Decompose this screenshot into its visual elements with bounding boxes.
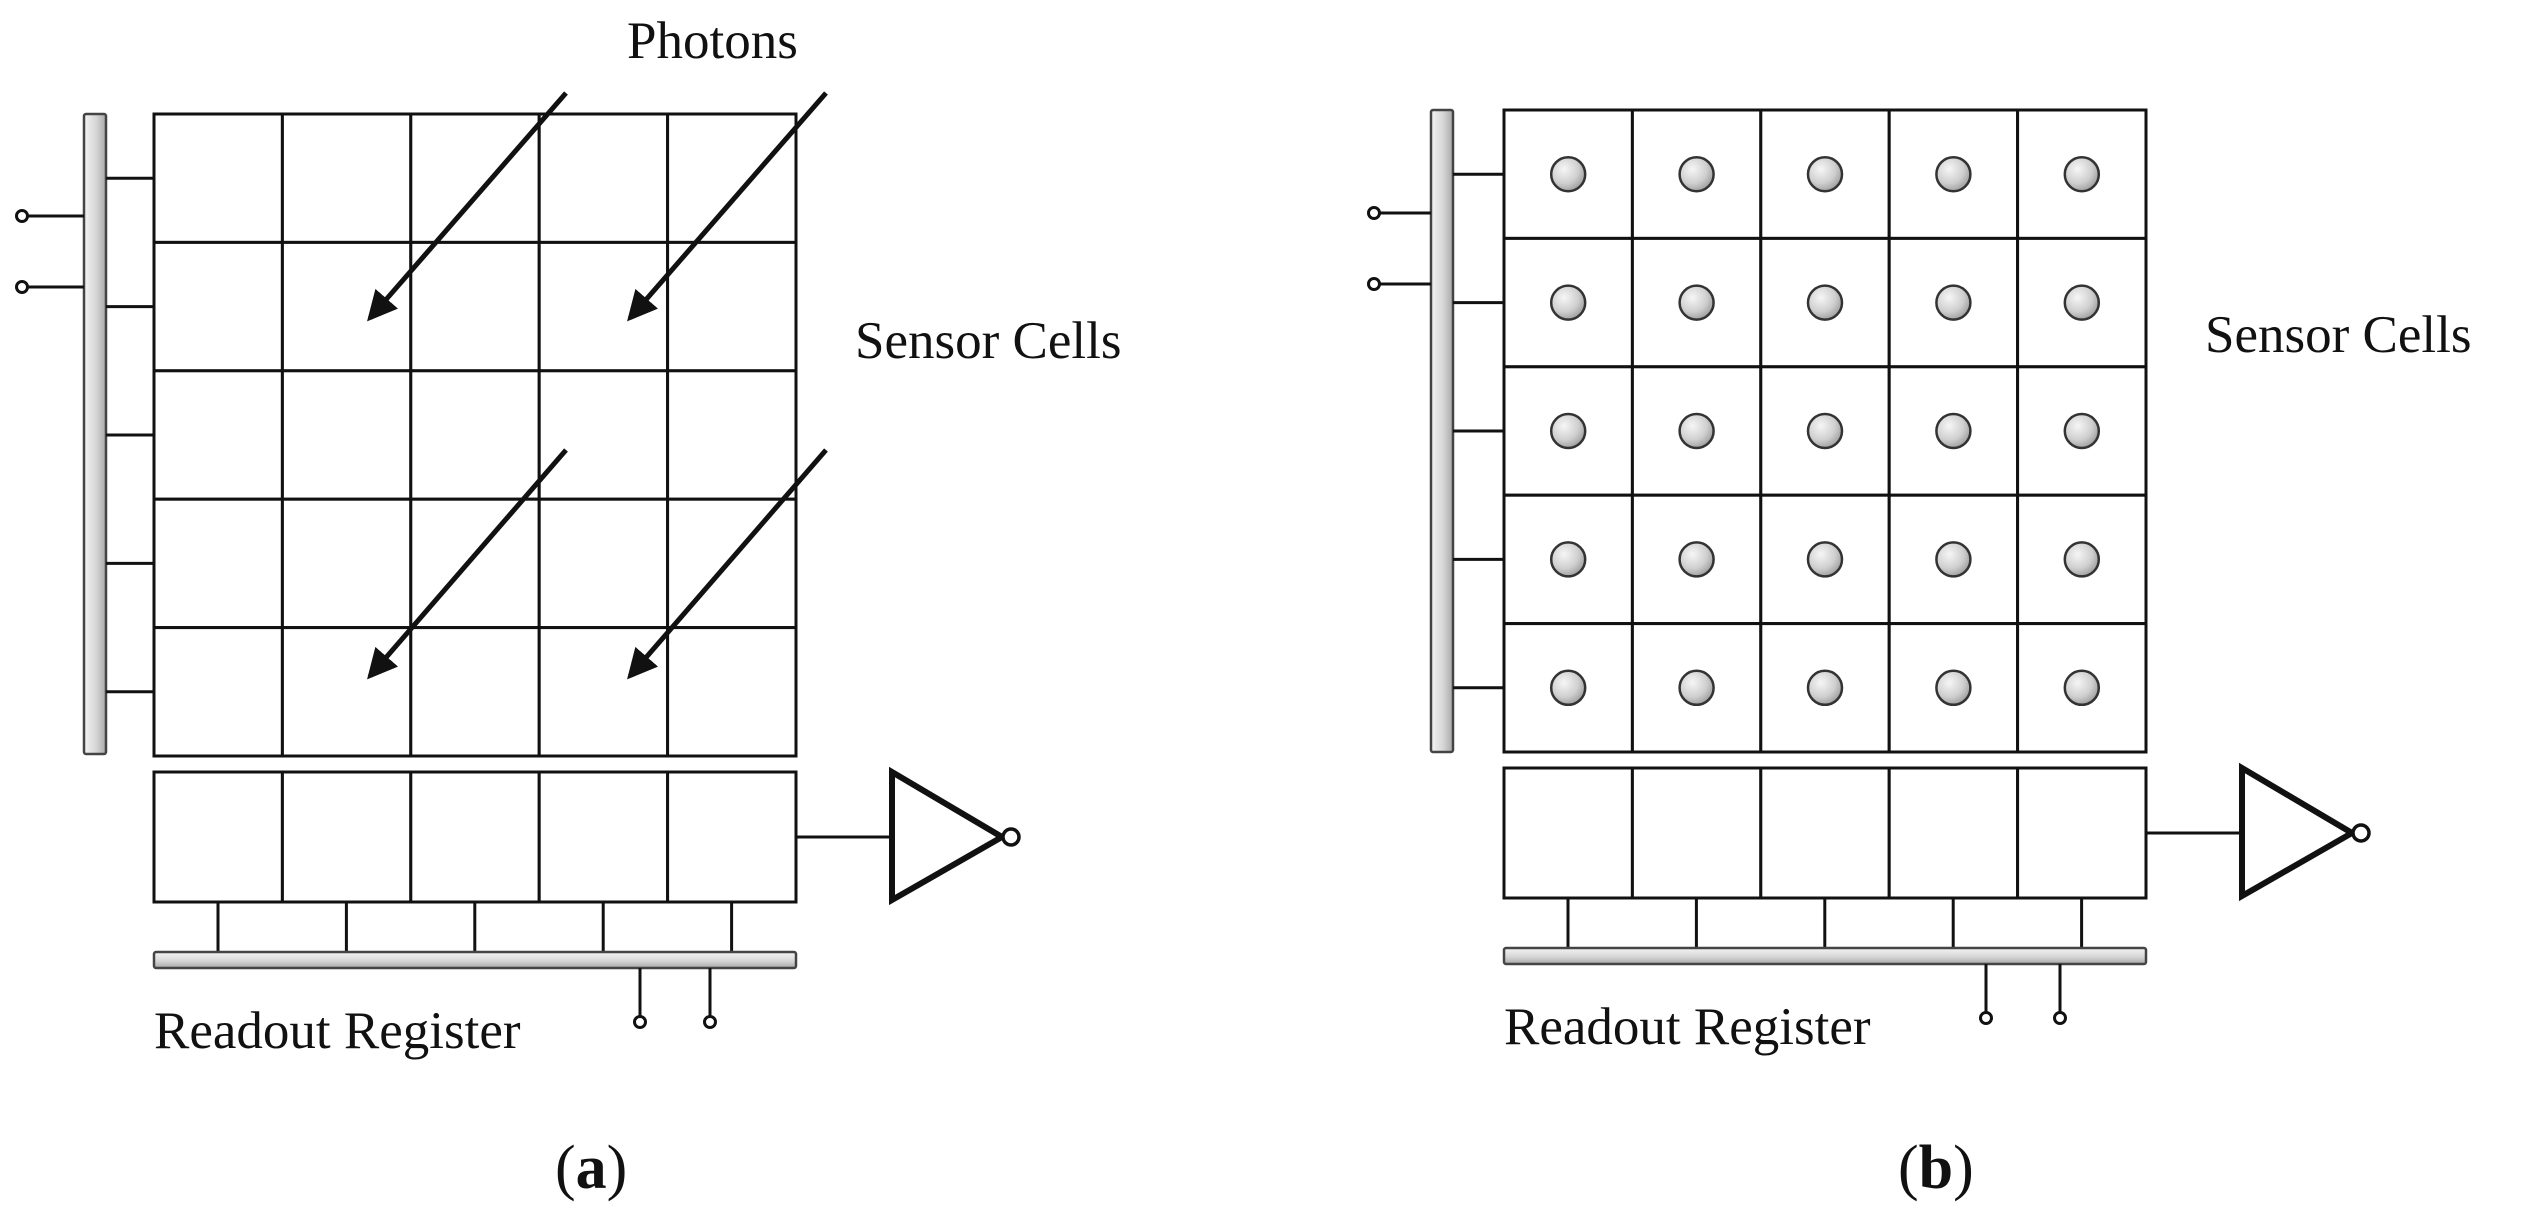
sensor-cell bbox=[537, 626, 670, 758]
output-amplifier bbox=[2146, 762, 2371, 902]
charge-packet bbox=[2063, 669, 2101, 707]
register-connectors bbox=[1566, 898, 2084, 948]
subfigure-label-a: (a) bbox=[555, 1134, 627, 1202]
charge-packet bbox=[2063, 541, 2101, 578]
output-amplifier bbox=[796, 766, 1021, 906]
photon-arrow bbox=[367, 91, 568, 322]
readout-terminals bbox=[1979, 964, 2067, 1025]
sensor-cell bbox=[409, 626, 541, 758]
readout-register-label: Readout Register bbox=[1504, 998, 1871, 1056]
sensor-cells-label: Sensor Cells bbox=[2205, 306, 2471, 364]
sensor-cell bbox=[537, 497, 670, 630]
horizontal-clock-bar bbox=[152, 950, 798, 970]
sensor-cell bbox=[666, 626, 798, 758]
register-cell bbox=[1630, 766, 1763, 900]
clock-terminals bbox=[15, 209, 84, 294]
charge-packet bbox=[1806, 412, 1844, 450]
sensor-cell bbox=[409, 112, 541, 244]
register-cell bbox=[666, 770, 798, 904]
charge-packet bbox=[1806, 541, 1844, 578]
charge-packet bbox=[1549, 155, 1587, 193]
sensor-cell bbox=[537, 240, 670, 373]
sensor-cell bbox=[1887, 365, 2020, 497]
charge-packet bbox=[1678, 284, 1715, 321]
charge-packet bbox=[1935, 412, 1972, 450]
photons-label: Photons bbox=[627, 12, 798, 70]
charge-packet bbox=[2063, 284, 2101, 321]
sensor-grid bbox=[1502, 108, 2148, 754]
sensor-cell bbox=[537, 369, 670, 501]
vertical-clock-bar bbox=[1429, 108, 1455, 754]
charge-packet bbox=[2063, 412, 2101, 450]
register-cell bbox=[409, 770, 541, 904]
register-cell bbox=[537, 770, 670, 904]
sensor-cell bbox=[152, 112, 284, 244]
sensor-cell bbox=[280, 112, 413, 244]
sensor-cell bbox=[537, 112, 670, 244]
subfigure-label-b: (b) bbox=[1898, 1134, 1974, 1202]
charge-packet bbox=[1678, 412, 1715, 450]
charge-packet bbox=[1549, 412, 1587, 450]
sensor-cell bbox=[666, 112, 798, 244]
clock-terminals bbox=[1367, 206, 1431, 291]
sensor-cell bbox=[409, 240, 541, 373]
readout-register-label: Readout Register bbox=[154, 1002, 521, 1060]
charge-packet bbox=[1806, 284, 1844, 321]
register-cell bbox=[280, 770, 413, 904]
vertical-bar-connectors bbox=[1453, 172, 1504, 690]
charge-packet bbox=[1935, 284, 1972, 321]
sensor-cell bbox=[152, 369, 284, 501]
sensor-cell bbox=[280, 497, 413, 630]
sensor-cells-label: Sensor Cells bbox=[855, 312, 1121, 370]
sensor-cell bbox=[666, 240, 798, 373]
register-cell bbox=[2016, 766, 2148, 900]
charge-packet bbox=[2063, 155, 2101, 193]
charge-packet bbox=[1549, 541, 1587, 578]
sensor-cell bbox=[280, 240, 413, 373]
charge-packet bbox=[1549, 284, 1587, 321]
sensor-cell bbox=[280, 369, 413, 501]
horizontal-clock-bar bbox=[1502, 946, 2148, 966]
photon-arrow bbox=[367, 448, 568, 680]
charge-packet bbox=[1806, 155, 1844, 193]
charge-packet bbox=[1935, 669, 1972, 707]
sensor-cell bbox=[666, 369, 798, 501]
register-cell bbox=[1887, 766, 2020, 900]
register-cell bbox=[152, 770, 284, 904]
charge-packet bbox=[1678, 155, 1715, 193]
panel-b: Sensor Cells Readout Register (b) bbox=[1367, 108, 2471, 1202]
register-cell bbox=[1759, 766, 1891, 900]
register-cell bbox=[1502, 766, 1634, 900]
readout-register-cells bbox=[152, 770, 798, 904]
photon-arrow bbox=[627, 448, 828, 680]
photon-arrow bbox=[627, 91, 828, 322]
vertical-bar-connectors bbox=[106, 176, 154, 694]
charge-packets bbox=[1549, 155, 2101, 707]
sensor-grid bbox=[152, 112, 798, 758]
readout-terminals bbox=[633, 968, 717, 1029]
charge-packet bbox=[1806, 669, 1844, 707]
charge-packet bbox=[1935, 541, 1972, 578]
vertical-clock-bar bbox=[82, 112, 108, 756]
readout-register-cells bbox=[1502, 766, 2148, 900]
photon-arrows bbox=[367, 91, 828, 680]
sensor-cell bbox=[152, 240, 284, 373]
charge-packet bbox=[1678, 669, 1715, 707]
sensor-cell bbox=[152, 497, 284, 630]
panel-a: Photons Sensor Cells Readout Register (a… bbox=[15, 12, 1121, 1202]
charge-packet bbox=[1678, 541, 1715, 578]
register-connectors bbox=[216, 902, 734, 952]
sensor-cell bbox=[152, 626, 284, 758]
sensor-cell bbox=[280, 626, 413, 758]
charge-packet bbox=[1935, 155, 1972, 193]
sensor-cell bbox=[1502, 236, 1634, 369]
charge-packet bbox=[1549, 669, 1587, 707]
sensor-cell bbox=[409, 369, 541, 501]
